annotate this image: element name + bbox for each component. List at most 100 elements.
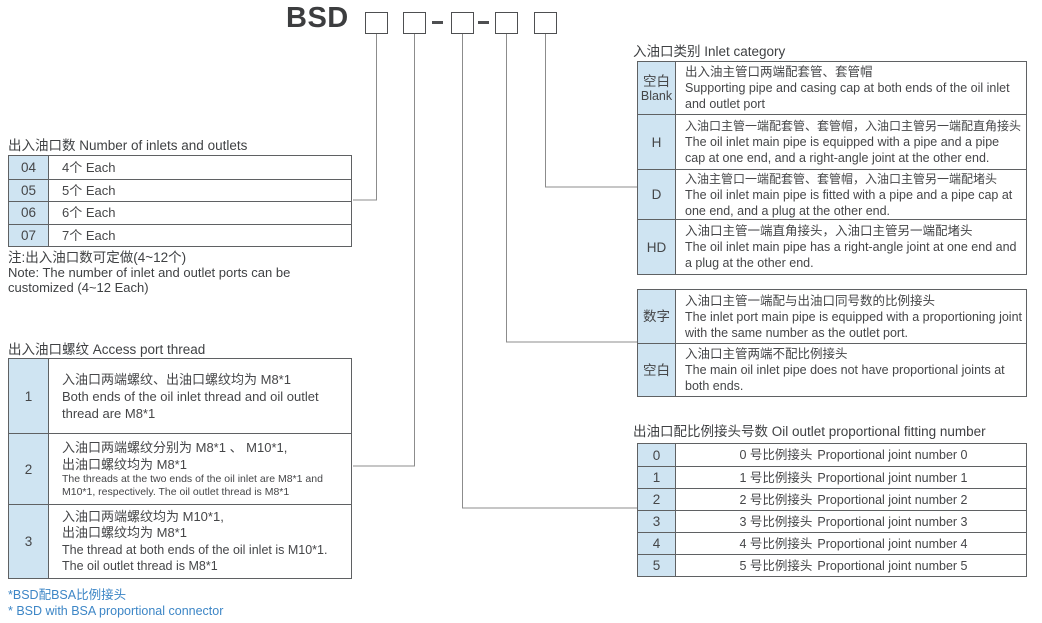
row-desc: 1 号比例接头 Proportional joint number 1 [676, 467, 1026, 488]
desc-zh: 入油口主管两端不配比例接头 [685, 347, 848, 361]
note-en-line1: Note: The number of inlet and outlet por… [8, 265, 291, 280]
code-text: 05 [20, 182, 37, 198]
code-text: 2 [24, 461, 33, 477]
row-code: 4 [638, 533, 676, 554]
desc-en: Supporting pipe and casing cap at both e… [685, 81, 1010, 111]
desc-text: 4个 Each [62, 159, 116, 175]
connector-line-box2-port-thread [353, 34, 415, 467]
table-row: 06 6个 Each [9, 201, 351, 224]
port-thread-title: 出入油口螺纹 Access port thread [8, 342, 206, 357]
desc-zh: 入油口主管一端配与出油口同号数的比例接头 [685, 293, 936, 308]
row-desc: 入油主管口一端配套管、套管帽，入油口主管另一端配堵头 The oil inlet… [676, 170, 1026, 219]
desc-en: The main oil inlet pipe does not have pr… [685, 363, 1005, 393]
row-code: 1 [9, 359, 49, 433]
connector-line-box4-proportional-inlet [506, 34, 637, 343]
desc-zh: 入油口两端螺纹均为 M10*1, [62, 508, 224, 524]
inlet-category-table: 空白 Blank 出入油主管口两端配套管、套管帽 Supporting pipe… [637, 61, 1027, 275]
desc-zh: 2 号比例接头 [739, 492, 813, 507]
row-code: 07 [9, 224, 49, 246]
connector-line-box3-fitting-number [462, 34, 637, 509]
row-desc: 7个 Each [49, 225, 351, 247]
table-row: D 入油主管口一端配套管、套管帽，入油口主管另一端配堵头 The oil inl… [638, 169, 1026, 219]
code-text: H [651, 134, 662, 150]
desc-en: The threads at the two ends of the oil i… [62, 472, 323, 499]
desc-zh: 入油口两端螺纹分别为 M8*1 、 M10*1, [62, 439, 288, 455]
desc-text: 5个 Each [62, 182, 116, 198]
desc-en: Proportional joint number 4 [817, 536, 968, 551]
table-row: 数字 入油口主管一端配与出油口同号数的比例接头 The inlet port m… [638, 290, 1026, 343]
row-code: 1 [638, 467, 676, 488]
row-code: 06 [9, 202, 49, 224]
desc-zh: 入油口两端螺纹、出油口螺纹均为 M8*1 [62, 371, 291, 387]
desc-text: 7个 Each [62, 227, 116, 243]
code-text: 2 [652, 492, 661, 507]
desc-en: The thread at both ends of the oil inlet… [62, 542, 328, 574]
row-code: 空白 [638, 344, 676, 396]
code-text: 空白 [643, 362, 670, 378]
desc-zh: 入油口主管一端直角接头，入油口主管另一端配堵头 [685, 224, 973, 238]
row-desc: 入油口两端螺纹分别为 M8*1 、 M10*1, 出油口螺纹均为 M8*1 Th… [49, 434, 351, 504]
inlet-category-title: 入油口类别 Inlet category [633, 44, 786, 59]
code-box-5 [534, 12, 557, 34]
row-desc: 4个 Each [49, 156, 351, 179]
code-text: HD [646, 239, 667, 255]
code-box-3 [451, 12, 474, 34]
note-en-line2: customized (4~12 Each) [8, 279, 149, 295]
row-desc: 出入油主管口两端配套管、套管帽 Supporting pipe and casi… [676, 62, 1026, 114]
footnote-en: * BSD with BSA proportional connector [8, 603, 224, 618]
row-desc: 入油口两端螺纹、出油口螺纹均为 M8*1 Both ends of the oi… [49, 359, 351, 433]
fitting-number-title: 出油口配比例接头号数 Oil outlet proportional fitti… [633, 424, 986, 439]
code-box-1 [365, 12, 388, 34]
table-row: 0 0 号比例接头 Proportional joint number 0 [638, 444, 1026, 466]
row-code: 04 [9, 156, 49, 179]
row-desc: 2 号比例接头 Proportional joint number 2 [676, 489, 1026, 510]
code-box-4 [495, 12, 518, 34]
desc-en: Proportional joint number 0 [817, 448, 968, 462]
desc-en: Proportional joint number 5 [817, 558, 968, 573]
code-text: 3 [652, 514, 661, 529]
desc-en: The oil inlet main pipe has a right-angl… [685, 240, 1017, 270]
desc-zh: 出油口螺纹均为 M8*1 [62, 456, 187, 472]
model-code-prefix: BSD [286, 2, 349, 34]
table-row: 2 入油口两端螺纹分别为 M8*1 、 M10*1, 出油口螺纹均为 M8*1 … [9, 433, 351, 504]
code-en: Blank [640, 88, 673, 103]
proportional-inlet-table: 数字 入油口主管一端配与出油口同号数的比例接头 The inlet port m… [637, 289, 1027, 397]
code-dash-1 [432, 21, 443, 24]
footnote: *BSD配BSA比例接头 * BSD with BSA proportional… [8, 588, 223, 619]
desc-en: The inlet port main pipe is equipped wit… [685, 309, 1023, 340]
row-code: HD [638, 220, 676, 274]
row-desc: 6个 Each [49, 202, 351, 224]
table-row: 空白 Blank 出入油主管口两端配套管、套管帽 Supporting pipe… [638, 62, 1026, 114]
desc-zh: 入油口主管一端配套管、套管帽，入油口主管另一端配直角接头 [685, 119, 1022, 133]
desc-en: The oil inlet main pipe is equipped with… [685, 135, 1000, 165]
code-text: 0 [652, 447, 661, 463]
row-desc: 入油口两端螺纹均为 M10*1, 出油口螺纹均为 M8*1 The thread… [49, 505, 351, 578]
table-row: 05 5个 Each [9, 178, 351, 201]
desc-text: 6个 Each [62, 205, 116, 221]
row-desc: 入油口主管一端直角接头，入油口主管另一端配堵头 The oil inlet ma… [676, 220, 1026, 274]
table-row: HD 入油口主管一端直角接头，入油口主管另一端配堵头 The oil inlet… [638, 219, 1026, 274]
table-row: 04 4个 Each [9, 156, 351, 179]
row-code: 2 [638, 489, 676, 510]
desc-zh: 出入油主管口两端配套管、套管帽 [685, 65, 873, 79]
row-code: D [638, 170, 676, 219]
desc-zh: 3 号比例接头 [739, 514, 813, 529]
desc-zh: 0 号比例接头 [739, 448, 813, 462]
row-code: 05 [9, 179, 49, 201]
table-row: 3 3 号比例接头 Proportional joint number 3 [638, 510, 1026, 532]
row-code: 3 [638, 511, 676, 532]
table-row: H 入油口主管一端配套管、套管帽，入油口主管另一端配直角接头 The oil i… [638, 114, 1026, 169]
row-desc: 0 号比例接头 Proportional joint number 0 [676, 444, 1026, 466]
row-desc: 3 号比例接头 Proportional joint number 3 [676, 511, 1026, 532]
row-desc: 4 号比例接头 Proportional joint number 4 [676, 533, 1026, 554]
row-code: H [638, 115, 676, 169]
table-row: 3 入油口两端螺纹均为 M10*1, 出油口螺纹均为 M8*1 The thre… [9, 504, 351, 578]
code-text: 4 [652, 536, 661, 551]
code-text: 07 [20, 227, 37, 243]
footnote-zh: *BSD配BSA比例接头 [8, 588, 127, 602]
code-zh: 空白 [643, 73, 670, 89]
code-text: 1 [24, 388, 33, 404]
code-text: 数字 [643, 309, 670, 324]
code-text: 1 [652, 470, 661, 485]
